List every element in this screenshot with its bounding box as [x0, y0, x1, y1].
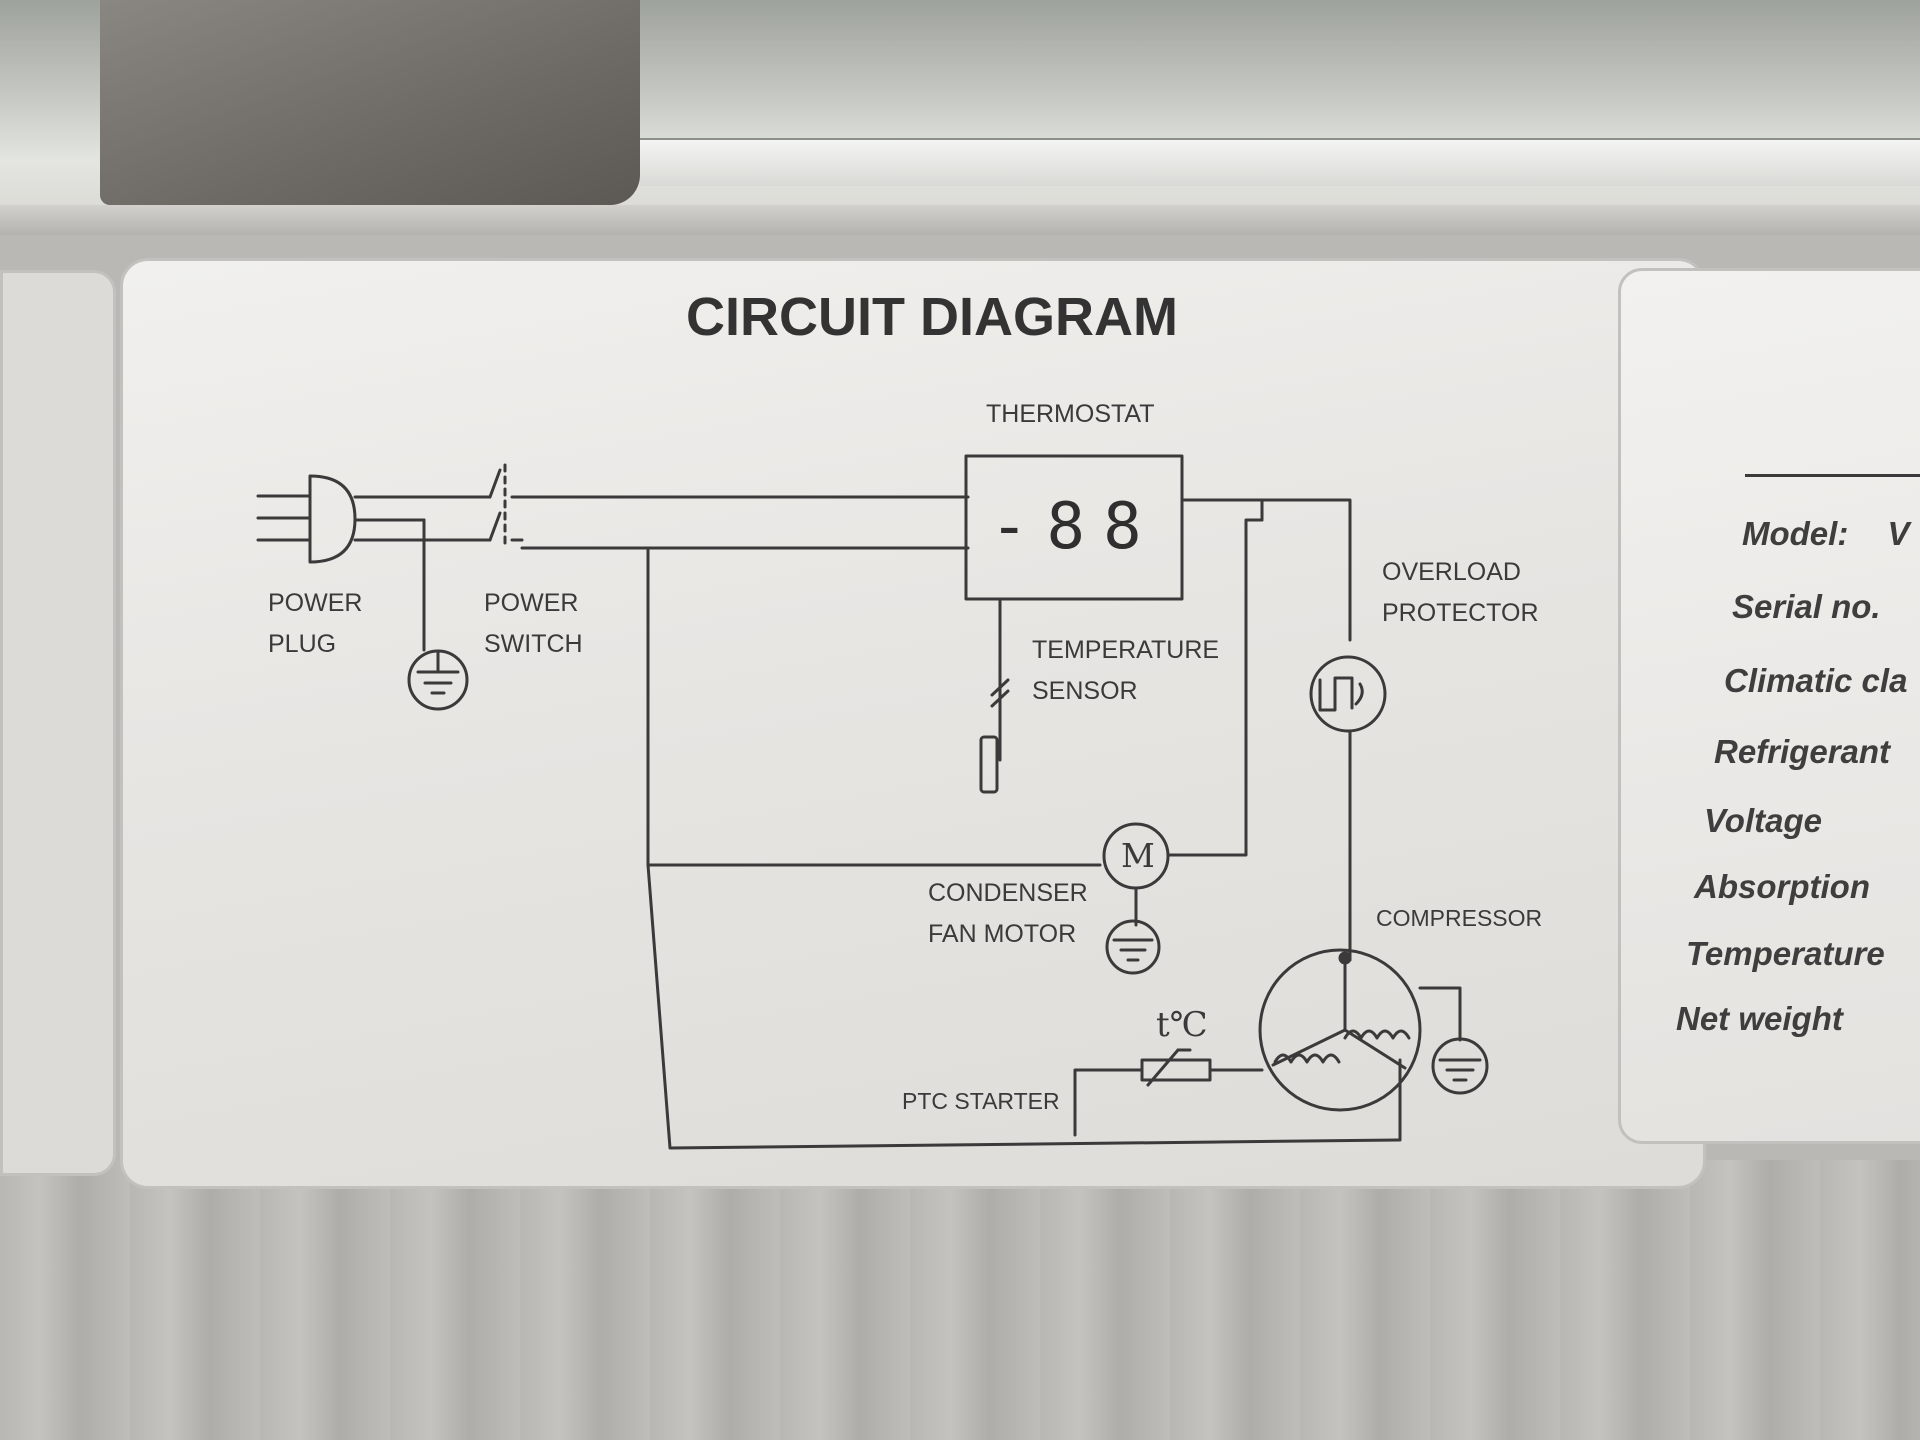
power-plug-label: POWER PLUG — [268, 589, 363, 658]
spec-row-net-weight: Net weight — [1676, 1000, 1843, 1037]
power-switch-label: POWER SWITCH — [484, 589, 583, 658]
plug-ground-icon — [407, 649, 469, 711]
condenser-fan-motor-label: CONDENSER FAN MOTOR — [928, 879, 1088, 948]
spec-title-rule — [1745, 474, 1920, 477]
compressor-ground-wire — [1418, 986, 1462, 1042]
spec-row-model: Model: V — [1742, 515, 1910, 552]
fan-motor-ground-icon — [1105, 919, 1161, 975]
thermostat-label: THERMOSTAT — [986, 400, 1155, 428]
neutral-bus-fan — [646, 546, 1102, 867]
ptc-temperature-symbol: t℃ — [1156, 1005, 1208, 1045]
ptc-wire-left — [1073, 1068, 1144, 1137]
circuit-diagram-label — [120, 258, 1706, 1189]
ptc-starter-symbol — [1140, 1058, 1212, 1082]
overload-protector-label: OVERLOAD PROTECTOR — [1382, 558, 1539, 627]
spec-row-climatic-class: Climatic cla — [1724, 662, 1908, 699]
overload-protector-symbol — [1309, 655, 1387, 733]
compressor-symbol — [1258, 948, 1422, 1112]
cabinet-top-edge — [0, 205, 1920, 235]
spec-row-voltage: Voltage — [1704, 802, 1822, 839]
cabinet-lower-panel — [0, 1160, 1920, 1440]
thermostat-box — [964, 454, 1184, 601]
power-plug-symbol — [256, 474, 357, 564]
compressor-ground-icon — [1431, 1037, 1489, 1095]
ptc-starter-label: PTC STARTER — [902, 1088, 1060, 1114]
spec-row-refrigerant: Refrigerant — [1714, 733, 1891, 770]
motor-symbol-letter: M — [1121, 836, 1155, 875]
spec-row-absorption: Absorption — [1694, 868, 1870, 905]
power-switch-symbol — [488, 463, 524, 547]
metal-bracket — [100, 0, 640, 205]
neutral-bus-bottom — [646, 863, 1402, 1150]
compressor-label: COMPRESSOR — [1376, 905, 1543, 931]
specification-label — [1618, 268, 1920, 1144]
left-label-plate — [0, 270, 116, 1176]
spec-row-temperature: Temperature — [1686, 935, 1885, 972]
temperature-sensor-probe — [979, 735, 999, 794]
window-frame — [640, 138, 1920, 186]
temperature-sensor-label: TEMPERATURE SENSOR — [1032, 636, 1220, 705]
thermostat-display-readout: -88 — [990, 490, 1160, 564]
thermostat-to-overload-wire — [1180, 498, 1352, 642]
spec-row-serial: Serial no. — [1732, 588, 1881, 625]
diagram-title: CIRCUIT DIAGRAM — [686, 287, 1178, 347]
